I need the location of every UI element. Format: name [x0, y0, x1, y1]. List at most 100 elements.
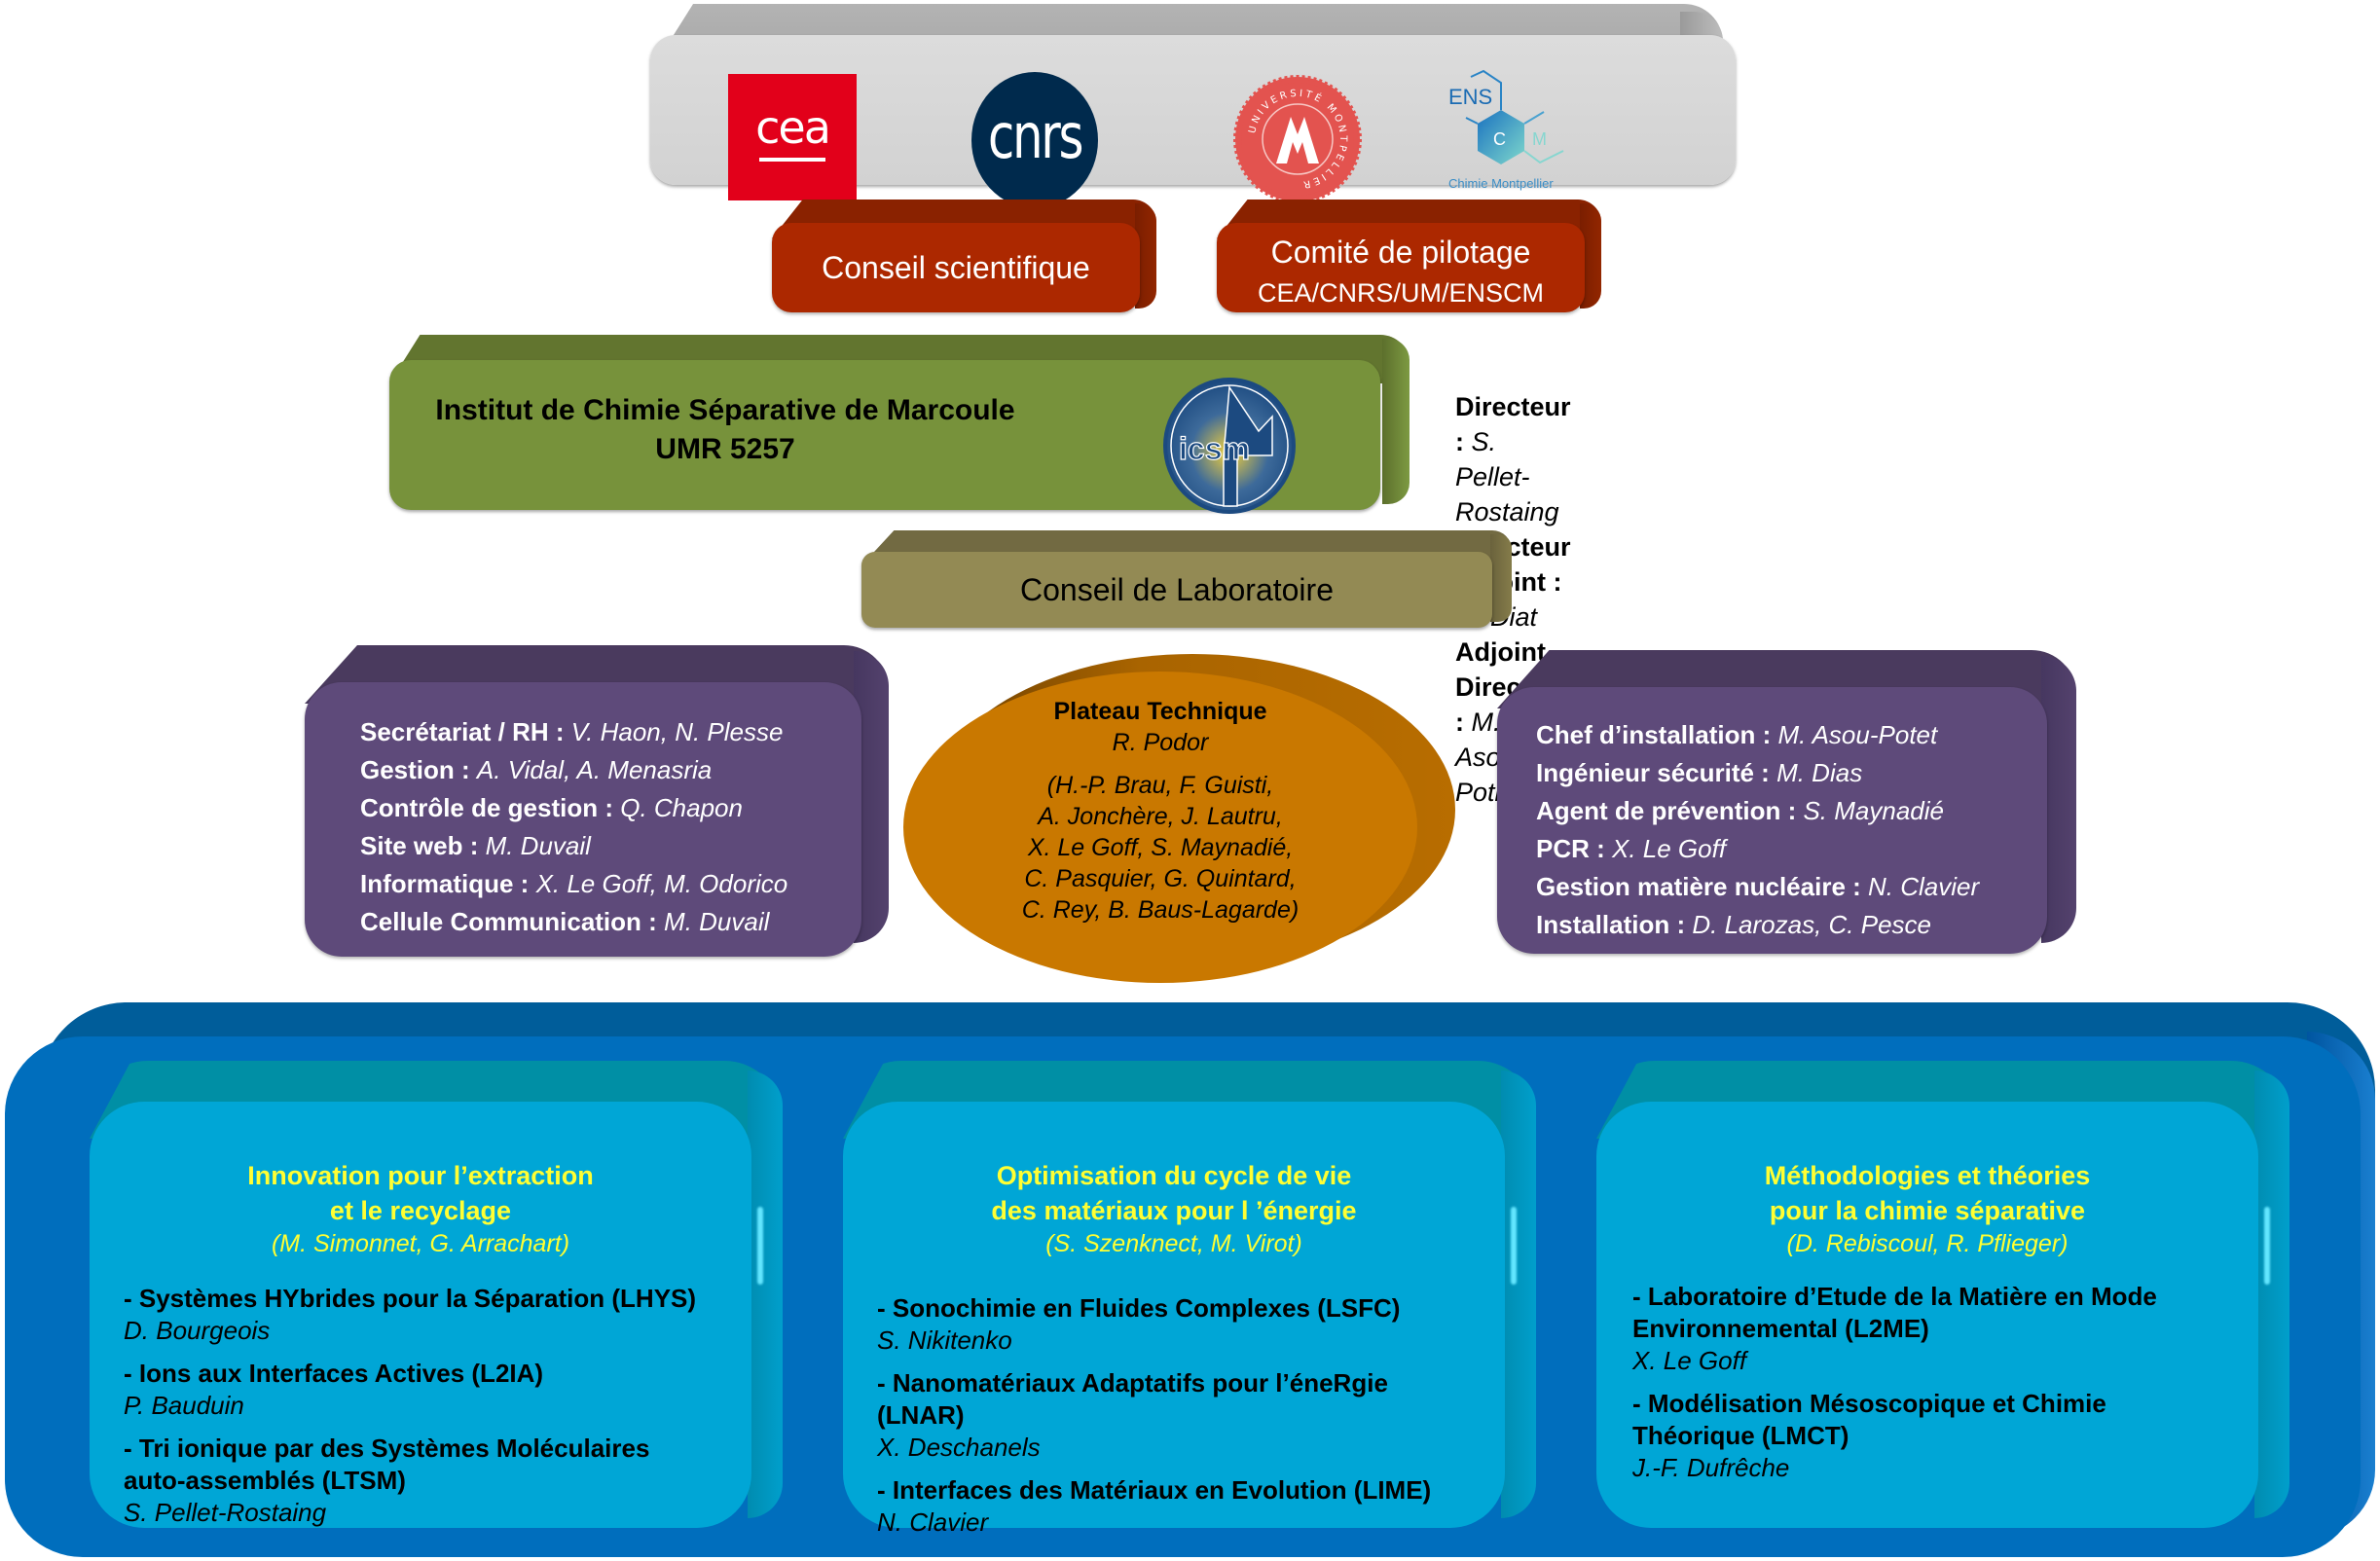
- plateau-technique-ellipse: Plateau Technique R. Podor (H.-P. Brau, …: [903, 672, 1417, 983]
- cnrs-logo-text: cnrs: [987, 101, 1084, 173]
- enscm-m-text: M: [1532, 129, 1547, 149]
- plateau-members: (H.-P. Brau, F. Guisti, A. Jonchère, J. …: [903, 770, 1417, 926]
- enscm-c-text: C: [1493, 129, 1506, 149]
- institute-name-block: Institut de Chimie Séparative de Marcoul…: [389, 391, 1061, 469]
- director-name: S. Pellet-Rostaing: [1455, 427, 1559, 526]
- team-title: Innovation pour l’extraction et le recyc…: [90, 1158, 751, 1228]
- lab-head: P. Bauduin: [124, 1391, 244, 1420]
- team-box-face: Innovation pour l’extraction et le recyc…: [90, 1102, 751, 1528]
- lab-item: - Modélisation Mésoscopique et Chimie Th…: [1632, 1388, 2216, 1483]
- lab-head: S. Nikitenko: [877, 1325, 1012, 1355]
- team-box-highlight: [1511, 1207, 1517, 1285]
- plateau-member-line: C. Rey, B. Baus-Lagarde): [1021, 896, 1300, 924]
- director-row: Directeur : S. Pellet-Rostaing: [1455, 389, 1571, 529]
- admin-item: Contrôle de gestion : Q. Chapon: [360, 793, 743, 822]
- lab-name: - Interfaces des Matériaux en Evolution …: [877, 1475, 1432, 1505]
- safety-item: Agent de prévention : S. Maynadié: [1536, 796, 1944, 825]
- scientific-council-side-face: [1135, 203, 1156, 309]
- lab-list: - Systèmes HYbrides pour la Séparation (…: [124, 1283, 708, 1540]
- team-leads: (S. Szenknect, M. Virot): [1045, 1230, 1302, 1257]
- team-leads: (D. Rebiscoul, R. Pflieger): [1786, 1230, 2069, 1257]
- lab-name: - Nanomatériaux Adaptatifs pour l’éneRgi…: [877, 1368, 1388, 1430]
- lab-item: - Ions aux Interfaces Actives (L2IA)P. B…: [124, 1358, 708, 1421]
- lab-item: - Tri ionique par des Systèmes Moléculai…: [124, 1433, 708, 1528]
- team-title-line: Optimisation du cycle de vie: [996, 1161, 1352, 1190]
- enscm-ens-text: ENS: [1448, 85, 1492, 109]
- plateau-head: R. Podor: [1112, 729, 1209, 756]
- lab-head: X. Deschanels: [877, 1433, 1041, 1462]
- team-title-line: Innovation pour l’extraction: [247, 1161, 594, 1190]
- lab-item: - Laboratoire d’Etude de la Matière en M…: [1632, 1281, 2216, 1376]
- lab-item: - Sonochimie en Fluides Complexes (LSFC)…: [877, 1292, 1481, 1356]
- lab-head: D. Bourgeois: [124, 1316, 271, 1345]
- plateau-member-line: A. Jonchère, J. Lautru,: [1038, 803, 1283, 830]
- director-role: Directeur :: [1455, 392, 1571, 456]
- safety-box: Chef d’installation : M. Asou-Potet Ingé…: [1497, 650, 2076, 954]
- team-box-highlight: [757, 1207, 763, 1285]
- lab-head: X. Le Goff: [1632, 1346, 1747, 1375]
- team-box-energy-materials: Optimisation du cycle de vie des matéria…: [843, 1061, 1536, 1537]
- lab-head: N. Clavier: [877, 1507, 989, 1537]
- team-title: Optimisation du cycle de vie des matéria…: [843, 1158, 1505, 1228]
- enscm-subtitle: Chimie Montpellier: [1448, 176, 1554, 191]
- safety-box-face: Chef d’installation : M. Asou-Potet Ingé…: [1497, 687, 2047, 954]
- lab-name: - Modélisation Mésoscopique et Chimie Th…: [1632, 1389, 2106, 1450]
- team-box-methodologies: Méthodologies et théories pour la chimie…: [1596, 1061, 2289, 1528]
- lab-name: - Systèmes HYbrides pour la Séparation (…: [124, 1284, 697, 1313]
- safety-item: Installation : D. Larozas, C. Pesce: [1536, 910, 1931, 939]
- icsm-logo-icon: icsm: [1163, 378, 1296, 514]
- institute-side-face: [1382, 339, 1410, 504]
- admin-item: Informatique : X. Le Goff, M. Odorico: [360, 869, 788, 898]
- enscm-logo: ENS C M Chimie Montpellier: [1446, 69, 1593, 215]
- lab-item: - Systèmes HYbrides pour la Séparation (…: [124, 1283, 708, 1346]
- team-title-line: et le recyclage: [329, 1196, 512, 1225]
- safety-item: Chef d’installation : M. Asou-Potet: [1536, 720, 1938, 749]
- icsm-logo-text: icsm: [1179, 431, 1250, 466]
- team-box-side-face: [1501, 1071, 1536, 1518]
- plateau-member-line: X. Le Goff, S. Maynadié,: [1027, 834, 1294, 861]
- team-box-face: Optimisation du cycle de vie des matéria…: [843, 1102, 1505, 1537]
- admin-list: Secrétariat / RH : V. Haon, N. Plesse Ge…: [360, 713, 787, 941]
- steering-committee-side-face: [1580, 203, 1601, 309]
- steering-committee-box: Comité de pilotage CEA/CNRS/UM/ENSCM: [1217, 200, 1601, 316]
- lab-name: - Sonochimie en Fluides Complexes (LSFC): [877, 1293, 1401, 1323]
- logos-bar-front-face: cea cnrs UNIVERSITÉ MONTPELLIER: [650, 35, 1736, 208]
- enscm-hexagon-icon: ENS C M Chimie Montpellier: [1448, 69, 1564, 191]
- institute-face: Institut de Chimie Séparative de Marcoul…: [389, 360, 1571, 807]
- admin-item: Secrétariat / RH : V. Haon, N. Plesse: [360, 717, 784, 746]
- lab-council-side-face: [1490, 534, 1512, 622]
- lab-list: - Sonochimie en Fluides Complexes (LSFC)…: [877, 1292, 1481, 1549]
- lab-name: - Tri ionique par des Systèmes Moléculai…: [124, 1434, 650, 1495]
- institute-box: Institut de Chimie Séparative de Marcoul…: [389, 335, 1571, 807]
- admin-item: Cellule Communication : M. Duvail: [360, 907, 770, 936]
- lab-council-label: Conseil de Laboratoire: [1020, 572, 1334, 607]
- plateau-member-line: (H.-P. Brau, F. Guisti,: [1046, 772, 1274, 799]
- safety-item: Ingénieur sécurité : M. Dias: [1536, 758, 1863, 787]
- lab-item: - Interfaces des Matériaux en Evolution …: [877, 1474, 1481, 1538]
- safety-box-side-face: [2041, 656, 2076, 943]
- cea-logo-text: cea: [755, 101, 831, 154]
- lab-head: S. Pellet-Rostaing: [124, 1498, 327, 1527]
- team-box-highlight: [2264, 1207, 2270, 1285]
- safety-item: Gestion matière nucléaire : N. Clavier: [1536, 872, 1980, 901]
- plateau-member-line: C. Pasquier, G. Quintard,: [1024, 865, 1297, 892]
- icsm-logo: icsm: [1161, 378, 1298, 514]
- team-title-line: Méthodologies et théories: [1764, 1161, 2091, 1190]
- cea-logo-underline: [759, 158, 825, 162]
- steering-committee-members: CEA/CNRS/UM/ENSCM: [1257, 278, 1545, 308]
- institute-umr: UMR 5257: [655, 433, 795, 465]
- team-box-face: Méthodologies et théories pour la chimie…: [1596, 1102, 2258, 1528]
- scientific-council-label: Conseil scientifique: [822, 250, 1090, 285]
- team-box-side-face: [2254, 1071, 2289, 1518]
- cea-logo: cea: [728, 74, 857, 200]
- um-seal-icon: UNIVERSITÉ MONTPELLIER: [1233, 75, 1362, 203]
- institute-name: Institut de Chimie Séparative de Marcoul…: [435, 394, 1015, 426]
- lab-item: - Nanomatériaux Adaptatifs pour l’éneRgi…: [877, 1367, 1481, 1463]
- steering-committee-face: Comité de pilotage CEA/CNRS/UM/ENSCM: [1217, 223, 1585, 312]
- universite-montpellier-logo: UNIVERSITÉ MONTPELLIER: [1232, 74, 1363, 204]
- team-title-line: des matériaux pour l ’énergie: [991, 1196, 1357, 1225]
- lab-name: - Laboratoire d’Etude de la Matière en M…: [1632, 1282, 2157, 1343]
- lab-list: - Laboratoire d’Etude de la Matière en M…: [1632, 1281, 2216, 1495]
- safety-item: PCR : X. Le Goff: [1536, 834, 1727, 863]
- plateau-title: Plateau Technique: [1053, 698, 1267, 725]
